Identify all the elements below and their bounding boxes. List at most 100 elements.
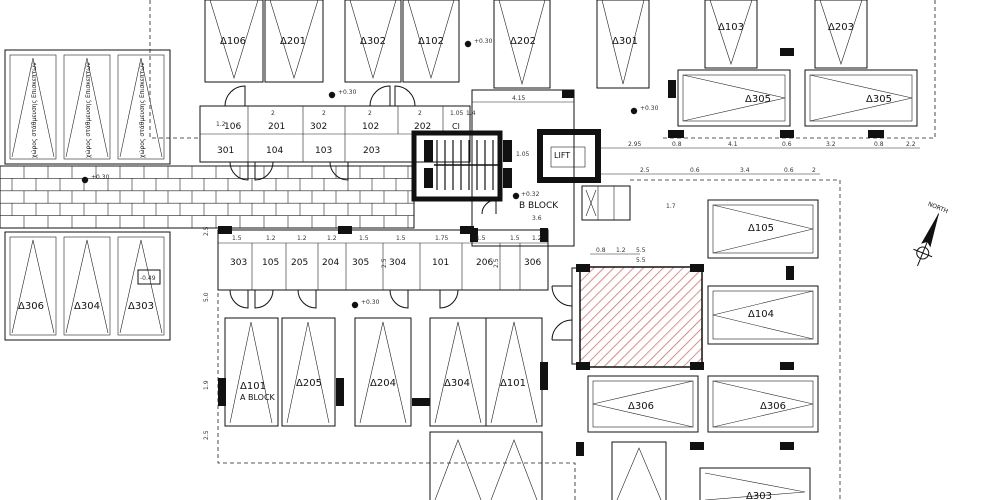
storage-label: 101 [432, 258, 449, 268]
storage-label: 304 [389, 258, 406, 268]
svg-text:2: 2 [418, 110, 422, 117]
parking-row-bottom: Δ101 A BLOCK Δ205 Δ204 Δ304 Δ101 [218, 317, 548, 500]
svg-text:2.95: 2.95 [628, 141, 642, 148]
svg-text:1.9: 1.9 [203, 380, 210, 390]
lift-label: LIFT [554, 151, 570, 160]
svg-text:0.8: 0.8 [596, 247, 606, 254]
svg-text:1.2: 1.2 [532, 235, 542, 242]
bay-label: Δ101 [240, 381, 266, 392]
bay-label: Δ202 [510, 36, 536, 47]
storage-label: 104 [266, 146, 283, 156]
north-label: NORTH [927, 201, 949, 215]
bay-label: Δ101 [500, 378, 526, 389]
svg-text:2: 2 [271, 110, 275, 117]
svg-text:2.5: 2.5 [381, 258, 388, 268]
svg-text:5.5: 5.5 [636, 247, 646, 254]
bay-label: Δ103 [718, 22, 744, 33]
hatched-void [551, 264, 704, 370]
svg-text:+0.30: +0.30 [474, 38, 493, 45]
visitor-label: χώρος στάθμευσης Επισκεπτών [139, 62, 146, 158]
parking-right: Δ105 Δ104 Δ306 Δ306 Δ303 [576, 199, 819, 500]
level-markers: +0.30 +0.30 +0.30 +0.30 +0.30 [81, 38, 659, 309]
bay-label: Δ201 [280, 36, 306, 47]
svg-text:2.5: 2.5 [203, 430, 210, 440]
stair-core: LIFT B BLOCK +0.32 [411, 89, 631, 247]
bay-label: Δ306 [628, 401, 654, 412]
parking-horizontal-top-right: Δ305 Δ305 [668, 48, 918, 138]
svg-text:2.5: 2.5 [493, 258, 500, 268]
storage-block-lower: 303 105 205 204 305 304 101 206 306 [217, 226, 549, 309]
storage-label: 205 [291, 258, 308, 268]
parking-row-top: Δ106 Δ201 Δ302 Δ102 Δ202 Δ301 Δ103 Δ203 [204, 0, 868, 89]
bay-label: Δ102 [418, 36, 444, 47]
bay-label: Δ304 [444, 378, 470, 389]
bay-label: Δ205 [296, 378, 322, 389]
dimension-lines: 4.15 2.95 0.8 4.1 0.6 3.2 0.8 2.2 1.2 2 … [203, 95, 920, 440]
bay-label: Δ106 [220, 36, 246, 47]
level-mark: -0.49 [140, 275, 156, 282]
svg-text:0.6: 0.6 [784, 167, 794, 174]
svg-text:3.2: 3.2 [826, 141, 836, 148]
site-boundary-right [660, 0, 936, 139]
site-boundary-east [630, 179, 841, 500]
bay-label: Δ203 [828, 22, 854, 33]
svg-text:1.7: 1.7 [666, 203, 676, 210]
svg-text:+0.30: +0.30 [338, 89, 357, 96]
svg-text:1.2: 1.2 [216, 121, 226, 128]
svg-text:3.6: 3.6 [532, 215, 542, 222]
svg-text:2.5: 2.5 [203, 226, 210, 236]
bay-label: Δ304 [74, 301, 100, 312]
block-label: B BLOCK [519, 201, 559, 211]
svg-text:2: 2 [322, 110, 326, 117]
svg-text:1.4: 1.4 [466, 110, 476, 117]
svg-text:1.5: 1.5 [396, 235, 406, 242]
svg-text:+0.30: +0.30 [91, 174, 110, 181]
visitor-parking-left: χώρος στάθμευσης Επισκεπτών χώρος στάθμε… [4, 49, 171, 165]
svg-text:5.5: 5.5 [636, 257, 646, 264]
svg-text:1.05: 1.05 [450, 110, 464, 117]
svg-text:0.6: 0.6 [782, 141, 792, 148]
storage-label: 102 [362, 122, 379, 132]
storage-label: Cl [452, 122, 460, 131]
storage-label: 303 [230, 258, 247, 268]
storage-label: 106 [224, 122, 241, 132]
north-arrow-icon [913, 212, 940, 267]
svg-text:1.75: 1.75 [435, 235, 449, 242]
svg-text:1.5: 1.5 [476, 235, 486, 242]
svg-text:4.15: 4.15 [512, 95, 526, 102]
storage-label: 202 [414, 122, 431, 132]
svg-text:3.4: 3.4 [740, 167, 750, 174]
level-mark: +0.32 [521, 191, 540, 198]
visitor-label: χώρος στάθμευσης Επισκεπτών [85, 62, 92, 158]
storage-label: 302 [310, 122, 327, 132]
svg-text:1.05: 1.05 [516, 151, 530, 158]
svg-text:2.5: 2.5 [640, 167, 650, 174]
storage-label: 206 [476, 258, 493, 268]
svg-text:4.1: 4.1 [728, 141, 738, 148]
bay-label: Δ204 [370, 378, 396, 389]
svg-text:1.5: 1.5 [232, 235, 242, 242]
svg-text:2: 2 [368, 110, 372, 117]
svg-text:1.2: 1.2 [616, 247, 626, 254]
storage-label: 301 [217, 146, 234, 156]
storage-label: 103 [315, 146, 332, 156]
walkway-tiles [0, 165, 415, 229]
storage-label: 105 [262, 258, 279, 268]
svg-text:1.2: 1.2 [297, 235, 307, 242]
storage-label: 204 [322, 258, 339, 268]
svg-text:2: 2 [812, 167, 816, 174]
svg-text:+0.30: +0.30 [361, 299, 380, 306]
svg-text:1.2: 1.2 [266, 235, 276, 242]
bay-label: Δ305 [745, 94, 771, 105]
parking-left: Δ306 Δ304 Δ303 -0.49 [4, 231, 171, 341]
bay-label: Δ302 [360, 36, 386, 47]
bay-label: Δ301 [612, 36, 638, 47]
svg-text:1.2: 1.2 [327, 235, 337, 242]
bay-label: Δ306 [760, 401, 786, 412]
bay-label: Δ104 [748, 309, 774, 320]
svg-text:5.0: 5.0 [203, 292, 210, 302]
storage-label: 201 [268, 122, 285, 132]
bay-label: Δ306 [18, 301, 44, 312]
svg-text:2.2: 2.2 [906, 141, 916, 148]
